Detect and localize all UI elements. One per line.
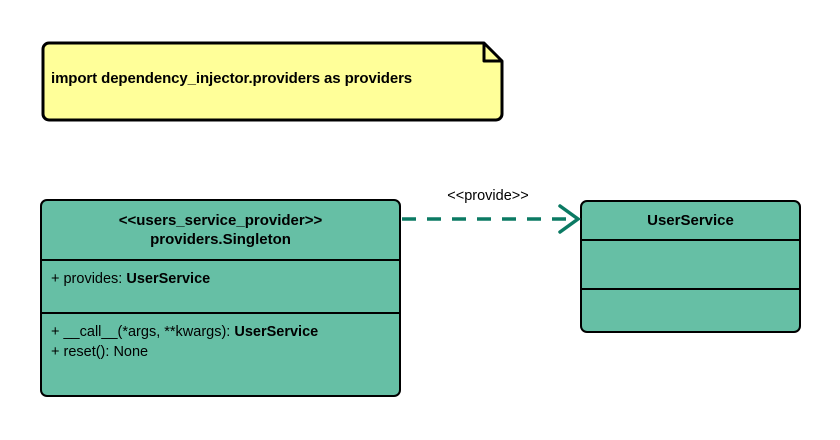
- note-shape: [41, 41, 504, 122]
- class-attributes-service: [582, 239, 799, 288]
- note-text: import dependency_injector.providers as …: [51, 70, 413, 87]
- operation-row: + reset(): None: [51, 342, 391, 362]
- attribute-row: + provides: UserService: [51, 269, 391, 289]
- class-name: UserService: [647, 212, 734, 229]
- class-attributes-provider: + provides: UserService: [42, 259, 399, 312]
- attribute-type: UserService: [126, 271, 211, 287]
- note-import: import dependency_injector.providers as …: [40, 40, 505, 123]
- operation-type: UserService: [234, 324, 319, 340]
- connector-label: <<provide>>: [447, 188, 529, 204]
- connector-arrowhead-icon: [558, 204, 581, 234]
- operation-label: + __call__(*args, **kwargs):: [51, 324, 235, 340]
- class-header-provider: <<users_service_provider>> providers.Sin…: [42, 201, 399, 259]
- attribute-label: + provides:: [51, 271, 127, 287]
- operation-label: + reset(): None: [51, 344, 149, 360]
- class-stereotype: <<users_service_provider>>: [118, 212, 323, 229]
- class-box-users-service-provider[interactable]: <<users_service_provider>> providers.Sin…: [40, 199, 401, 397]
- class-box-user-service[interactable]: UserService: [580, 200, 801, 333]
- class-operations-provider: + __call__(*args, **kwargs): UserService…: [42, 312, 399, 395]
- class-header-service: UserService: [582, 202, 799, 239]
- operation-row: + __call__(*args, **kwargs): UserService: [51, 322, 391, 342]
- class-name: providers.Singleton: [150, 231, 291, 248]
- class-operations-service: [582, 288, 799, 331]
